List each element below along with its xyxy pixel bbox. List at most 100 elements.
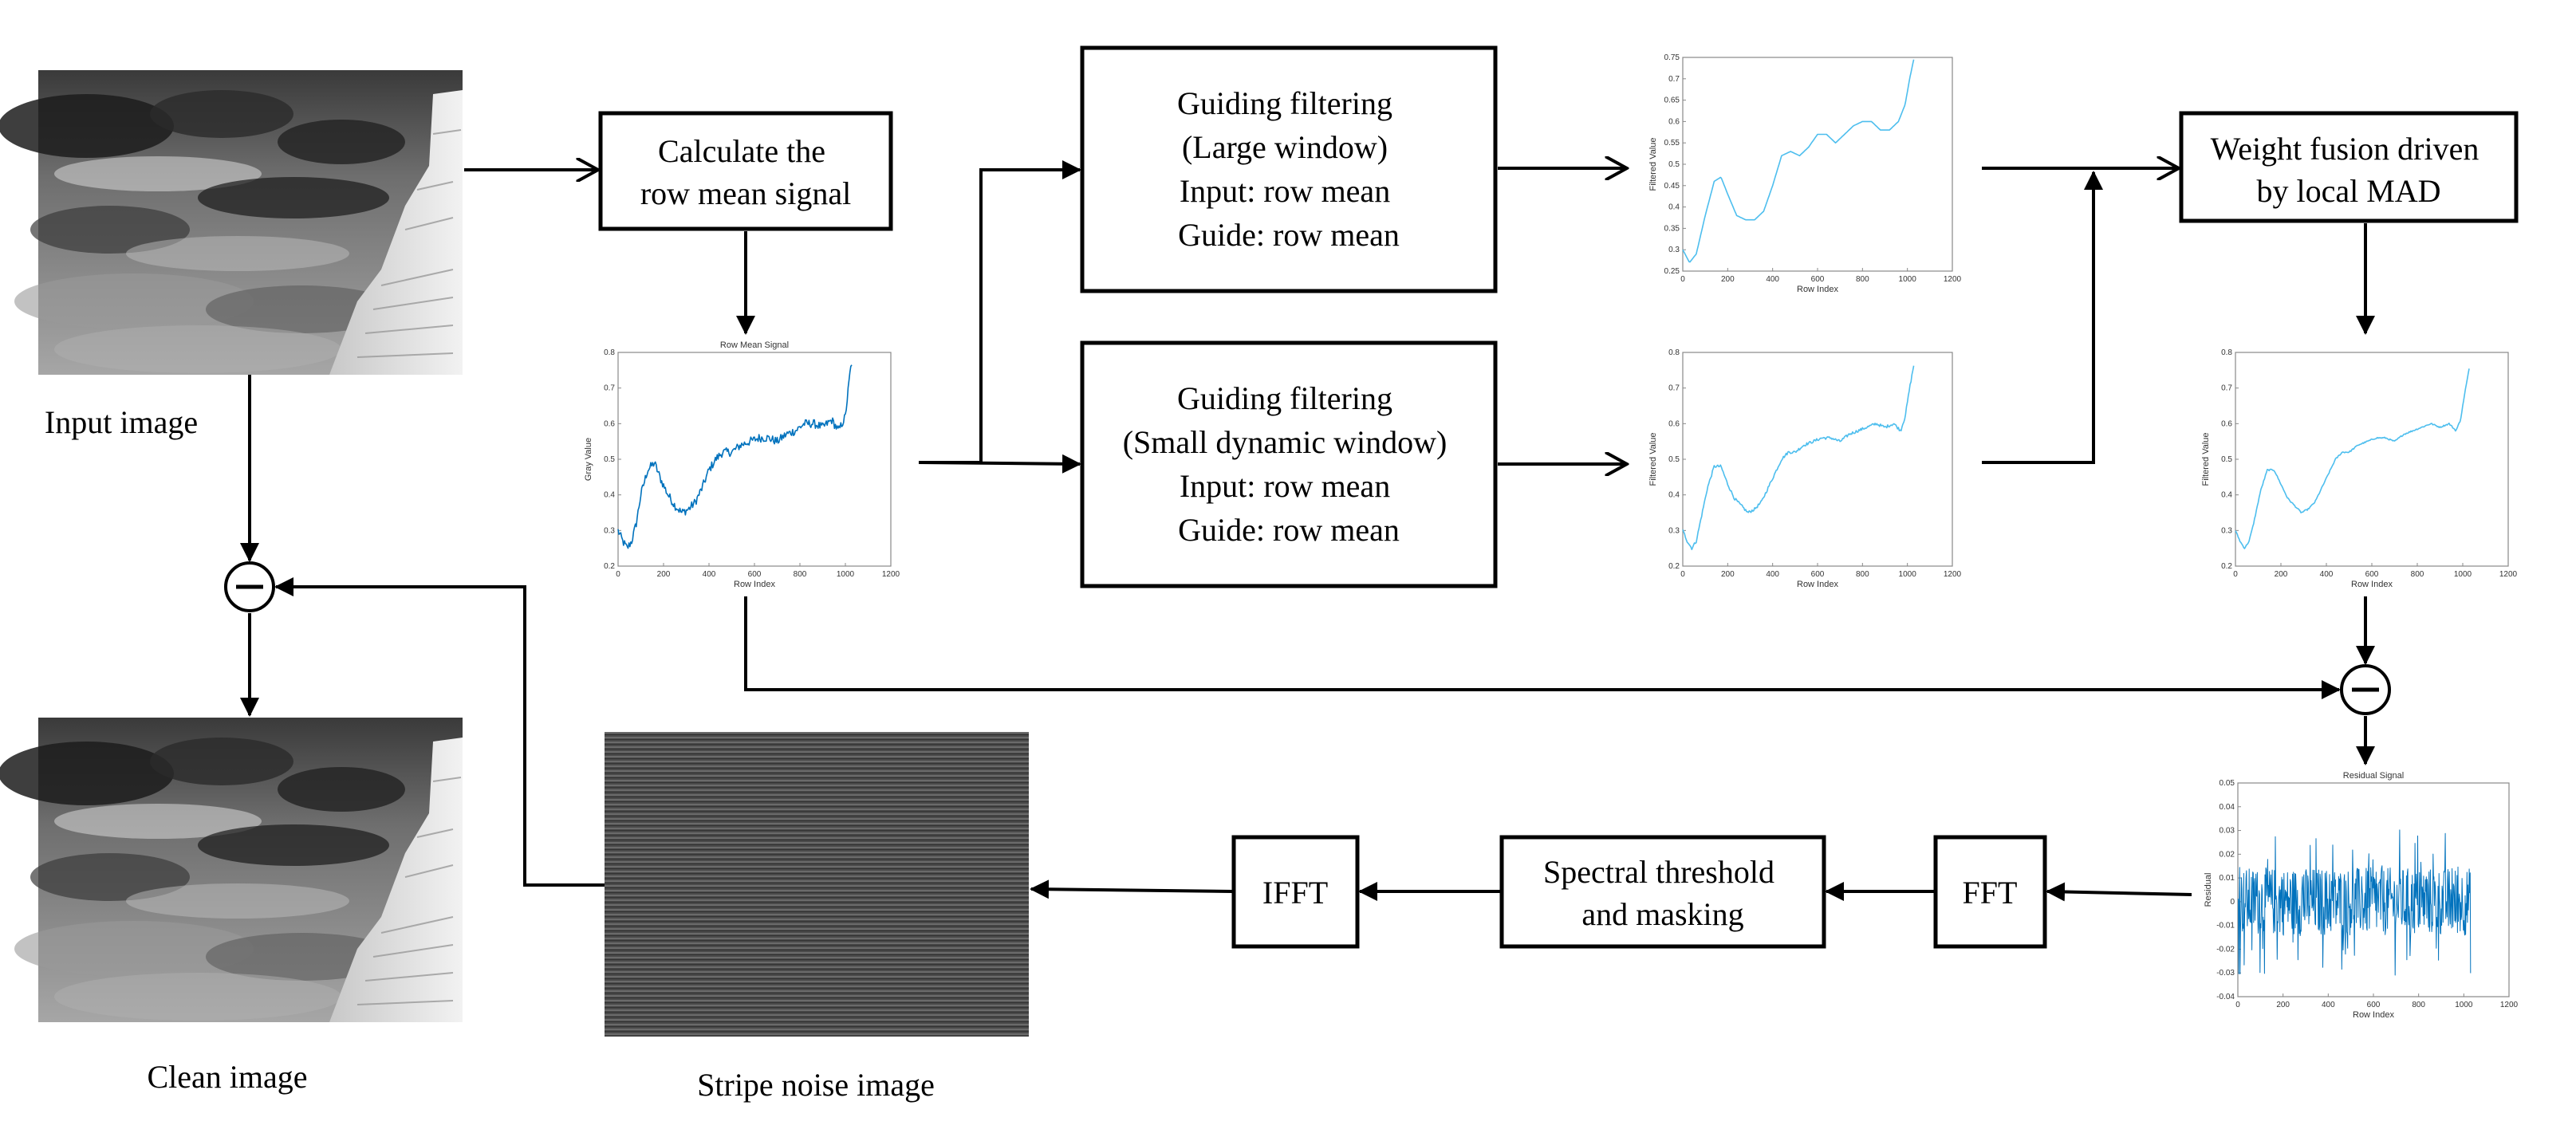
x-tick-label: 800 [2411,570,2424,579]
x-tick-label: 600 [2365,570,2379,579]
plot-area [1682,352,1953,567]
fft-label: FFT [1963,875,2018,911]
x-tick-label: 800 [1856,570,1869,579]
gf-small-line-1: Guiding filtering [1177,380,1392,416]
y-axis-label: Filtered Value [1648,137,1658,191]
x-tick-label: 0 [2235,1001,2240,1009]
y-axis-label: Gray Value [584,438,593,481]
y-tick-label: 0.55 [1664,139,1680,148]
x-axis-label: Row Index [1797,285,1838,294]
y-tick-label: 0.3 [604,526,615,535]
arrow-ifft-to-stripe [1030,879,1233,899]
guided-filter-small-box: Guiding filtering (Small dynamic window)… [1080,340,1498,588]
series-line [2237,829,2472,976]
svg-text:Guiding filtering (Large: Guiding filtering (Large window) Input: … [1177,85,1400,253]
x-tick-label: 600 [1811,570,1825,579]
plot-area [1682,57,1953,272]
y-axis-label: Residual [2204,873,2213,907]
fusion-line-2: by local MAD [2256,173,2440,209]
spectral-line-2: and masking [1581,896,1743,932]
y-tick-label: 0.05 [2220,779,2235,788]
fft-box: FFT [1933,835,2047,949]
gf-large-line-2: (Large window) [1182,129,1388,165]
row-mean-line-2: row mean signal [640,175,851,211]
x-tick-label: 0 [1680,275,1685,284]
x-tick-label: 600 [748,570,762,579]
x-tick-label: 0 [1680,570,1685,579]
plot-area [617,352,892,567]
y-tick-label: 0.7 [604,384,615,393]
y-tick-label: 0.3 [2221,526,2232,535]
gf-large-line-1: Guiding filtering [1177,85,1392,121]
gf-large-line-3: Input: row mean [1180,173,1390,209]
series-line [617,364,853,549]
y-axis-label: Filtered Value [1648,432,1658,486]
spectral-threshold-box: Spectral threshold and masking [1499,835,1826,949]
y-tick-label: 0.3 [1668,246,1680,254]
x-tick-label: 200 [2276,1001,2290,1009]
x-tick-label: 600 [1811,275,1825,284]
y-tick-label: 0.4 [1668,203,1680,212]
connectors [240,160,2375,902]
x-tick-label: 1000 [837,570,855,579]
y-tick-label: 0.8 [604,348,615,357]
y-tick-label: 0.35 [1664,224,1680,233]
x-tick-label: 1200 [2500,1001,2519,1009]
arrow-plot-to-gf-small [918,454,1081,474]
y-tick-label: 0.02 [2220,850,2235,859]
gf-small-line-4: Guide: row mean [1178,512,1400,548]
y-tick-label: 0.25 [1664,267,1680,276]
x-tick-label: 1000 [1899,275,1917,284]
y-tick-label: -0.02 [2216,945,2235,954]
y-tick-label: 0.2 [2221,562,2232,571]
y-tick-label: 0.75 [1664,53,1680,62]
x-tick-label: 800 [794,570,807,579]
fusion-line-1: Weight fusion driven [2211,131,2479,167]
arrow-stripe-to-subtract [274,577,605,887]
y-tick-label: 0.6 [1668,419,1680,428]
arrow-plot-to-gf-large [919,160,1081,464]
x-tick-label: 200 [1721,275,1735,284]
y-tick-label: 0.04 [2220,803,2235,812]
x-tick-label: 1000 [2454,570,2472,579]
y-tick-label: 0 [2230,898,2235,907]
series-line [2235,368,2470,549]
x-tick-label: 1200 [1944,570,1962,579]
plot-area [2235,352,2509,567]
x-axis-label: Row Index [2351,580,2393,589]
y-tick-label: 0.01 [2220,874,2235,883]
y-tick-label: 0.7 [1668,384,1680,393]
gf-small-line-2: (Small dynamic window) [1123,424,1448,460]
svg-text:Weight fusion driven by: Weight fusion driven by local MAD [2211,131,2487,209]
y-tick-label: 0.2 [1668,562,1680,571]
y-tick-label: 0.5 [1668,455,1680,464]
series-line [1682,59,1915,263]
y-tick-label: 0.6 [1668,117,1680,126]
x-tick-label: 400 [2322,1001,2335,1009]
clean-image-label: Clean image [147,1059,307,1095]
y-tick-label: 0.6 [604,419,615,428]
clean-image [0,717,463,1023]
y-tick-label: 0.4 [604,491,615,500]
gf-large-line-4: Guide: row mean [1178,217,1400,253]
y-axis-label: Filtered Value [2201,432,2211,486]
input-image [0,69,463,376]
y-tick-label: 0.2 [604,562,615,571]
y-tick-label: 0.03 [2220,827,2235,836]
y-tick-label: -0.03 [2216,969,2235,978]
gf-small-line-3: Input: row mean [1180,468,1390,504]
x-tick-label: 600 [2367,1001,2381,1009]
y-tick-label: 0.5 [604,455,615,464]
y-tick-label: 0.45 [1664,182,1680,191]
stripe-noise-image [605,732,1029,1037]
x-tick-label: 400 [1766,275,1779,284]
x-tick-label: 1000 [2455,1001,2473,1009]
x-tick-label: 1200 [1944,275,1962,284]
y-tick-label: 0.7 [2221,384,2232,393]
x-tick-label: 200 [2275,570,2288,579]
